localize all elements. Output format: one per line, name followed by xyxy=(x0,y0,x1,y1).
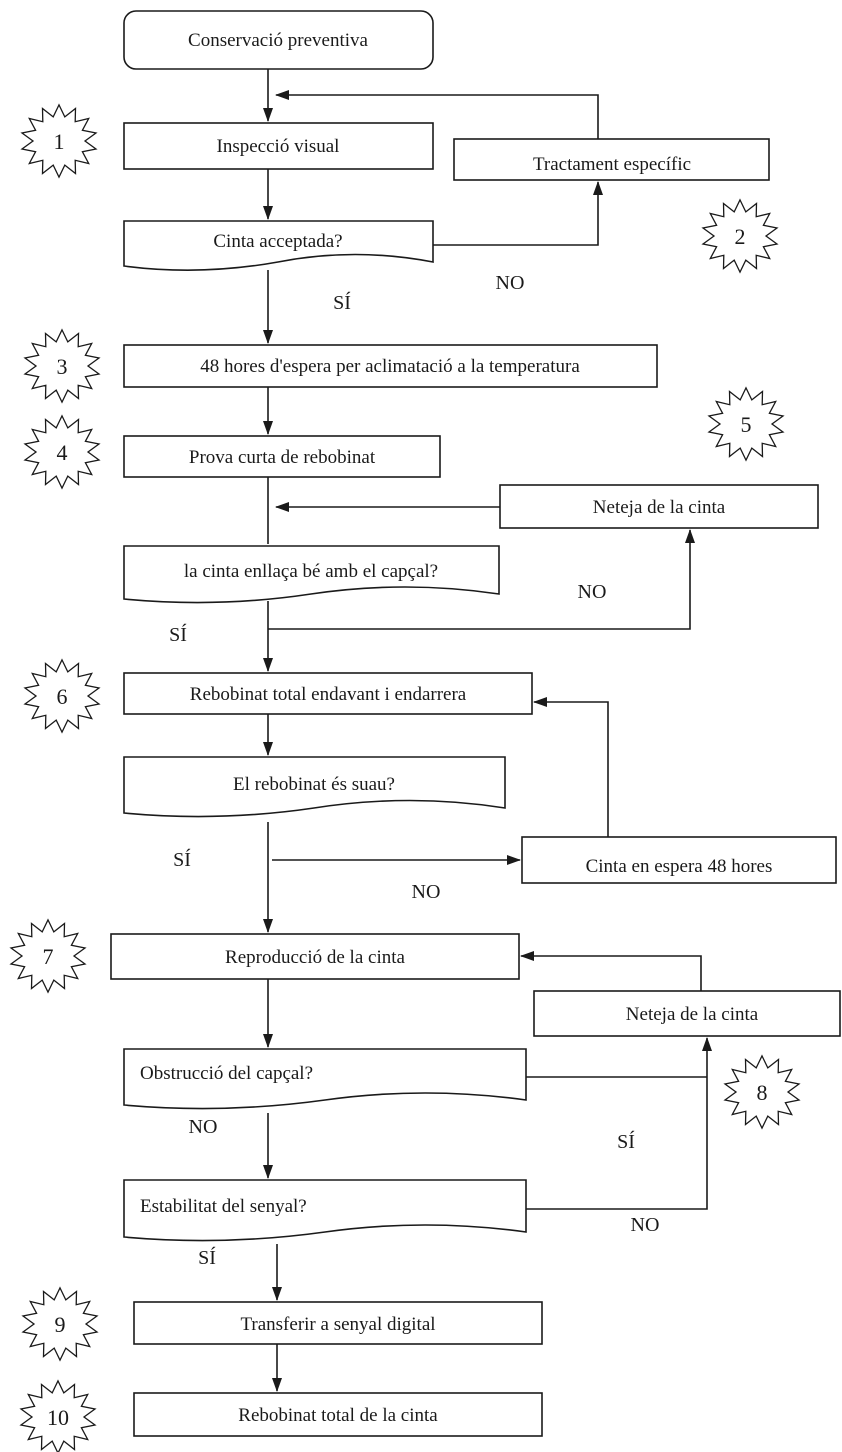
step-clean-2-label: Neteja de la cinta xyxy=(626,1004,759,1025)
decision-obstruction: Obstrucció del capçal? xyxy=(123,1048,527,1110)
starburst-icon xyxy=(19,1379,97,1452)
edge-smooth-yes: SÍ xyxy=(173,848,191,871)
edge-accepted-yes: SÍ xyxy=(333,291,351,314)
decision-engage-label: la cinta enllaça bé amb el capçal? xyxy=(184,561,438,582)
step-clean-1-label: Neteja de la cinta xyxy=(593,497,726,518)
starburst-icon xyxy=(9,918,87,994)
starburst-icon xyxy=(23,658,101,734)
stage-badge-number: 2 xyxy=(735,224,746,249)
stage-badge-number: 4 xyxy=(57,440,68,465)
arrow-stability-no xyxy=(526,1037,712,1210)
stage-badge-10: 10 xyxy=(19,1379,97,1452)
decision-stability-label: Estabilitat del senyal? xyxy=(140,1196,307,1217)
stage-badges: 1 2 3 4 5 6 7 8 9 10 xyxy=(9,103,801,1452)
step-acclimate: 48 hores d'espera per aclimatació a la t… xyxy=(123,344,658,388)
step-treatment: Tractament específic xyxy=(453,138,770,181)
step-full-rewind: Rebobinat total endavant i endarrera xyxy=(123,672,533,715)
arrow-treatment-back xyxy=(275,90,599,139)
decision-accepted-label: Cinta acceptada? xyxy=(213,231,342,252)
decision-obstruction-label: Obstrucció del capçal? xyxy=(140,1063,313,1084)
stage-badge-9: 9 xyxy=(21,1286,99,1362)
edge-stability-no: NO xyxy=(631,1214,660,1236)
arrow-engage-no xyxy=(268,529,695,630)
step-short-rewind-label: Prova curta de rebobinat xyxy=(189,447,376,468)
arrow-accepted-no xyxy=(433,181,603,246)
step-clean-1: Neteja de la cinta xyxy=(499,484,819,529)
edge-stability-yes: SÍ xyxy=(198,1246,216,1269)
starburst-icon xyxy=(707,386,785,462)
arrow-wait-back xyxy=(533,697,609,837)
starburst-icon xyxy=(701,198,779,274)
stage-badge-4: 4 xyxy=(23,414,101,490)
stage-badge-8: 8 xyxy=(723,1054,801,1130)
step-treatment-label: Tractament específic xyxy=(533,154,691,175)
edge-obstruction-yes: SÍ xyxy=(617,1130,635,1153)
step-play-label: Reproducció de la cinta xyxy=(225,947,405,968)
step-full-rewind-label: Rebobinat total endavant i endarrera xyxy=(190,684,467,705)
decision-smooth-label: El rebobinat és suau? xyxy=(233,774,395,795)
step-wait48: Cinta en espera 48 hores xyxy=(521,836,837,884)
stage-badge-2: 2 xyxy=(701,198,779,274)
stage-badge-number: 1 xyxy=(54,129,65,154)
step-final-rewind: Rebobinat total de la cinta xyxy=(133,1392,543,1437)
step-start: Conservació preventiva xyxy=(123,10,434,70)
decision-stability: Estabilitat del senyal? xyxy=(123,1179,527,1242)
stage-badge-6: 6 xyxy=(23,658,101,734)
stage-badge-number: 3 xyxy=(57,354,68,379)
starburst-icon xyxy=(723,1054,801,1130)
step-acclimate-label: 48 hores d'espera per aclimatació a la t… xyxy=(200,356,580,377)
edge-accepted-no: NO xyxy=(496,272,525,294)
stage-badge-number: 7 xyxy=(43,944,54,969)
step-transfer: Transferir a senyal digital xyxy=(133,1301,543,1345)
step-short-rewind: Prova curta de rebobinat xyxy=(123,435,441,478)
stage-badge-5: 5 xyxy=(707,386,785,462)
decision-smooth: El rebobinat és suau? xyxy=(123,756,506,818)
starburst-icon xyxy=(23,414,101,490)
arrow-clean2-back xyxy=(520,951,702,991)
stage-badge-1: 1 xyxy=(20,103,98,179)
stage-badge-number: 9 xyxy=(55,1312,66,1337)
starburst-icon xyxy=(23,328,101,404)
stage-badge-number: 8 xyxy=(757,1080,768,1105)
step-play: Reproducció de la cinta xyxy=(110,933,520,980)
edge-engage-yes: SÍ xyxy=(169,623,187,646)
edge-obstruction-no: NO xyxy=(189,1116,218,1138)
stage-badge-3: 3 xyxy=(23,328,101,404)
stage-badge-number: 5 xyxy=(741,412,752,437)
decision-engage: la cinta enllaça bé amb el capçal? xyxy=(123,545,500,604)
stage-badge-number: 10 xyxy=(47,1405,69,1430)
stage-badge-number: 6 xyxy=(57,684,68,709)
step-start-label: Conservació preventiva xyxy=(188,30,368,51)
step-wait48-label: Cinta en espera 48 hores xyxy=(586,856,773,877)
step-inspect-label: Inspecció visual xyxy=(217,136,340,157)
starburst-icon xyxy=(20,103,98,179)
edge-smooth-no: NO xyxy=(412,881,441,903)
edge-engage-no: NO xyxy=(578,581,607,603)
decision-accepted: Cinta acceptada? xyxy=(123,220,434,271)
step-transfer-label: Transferir a senyal digital xyxy=(240,1314,435,1335)
stage-badge-7: 7 xyxy=(9,918,87,994)
step-inspect: Inspecció visual xyxy=(123,122,434,170)
starburst-icon xyxy=(21,1286,99,1362)
step-clean-2: Neteja de la cinta xyxy=(533,990,841,1037)
step-final-rewind-label: Rebobinat total de la cinta xyxy=(238,1405,438,1426)
